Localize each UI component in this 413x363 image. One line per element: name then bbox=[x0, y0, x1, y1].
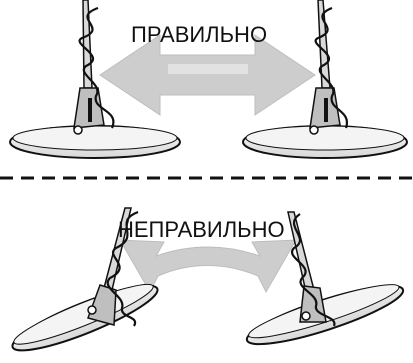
label-incorrect: НЕПРАВИЛЬНО bbox=[118, 217, 285, 242]
detector-incorrect-left bbox=[11, 207, 159, 352]
detector-correct-left bbox=[9, 0, 181, 159]
correct-double-arrow bbox=[99, 34, 316, 116]
detector-correct-right bbox=[242, 0, 408, 159]
label-correct: ПРАВИЛЬНО bbox=[131, 22, 268, 47]
detector-incorrect-right bbox=[245, 211, 405, 346]
